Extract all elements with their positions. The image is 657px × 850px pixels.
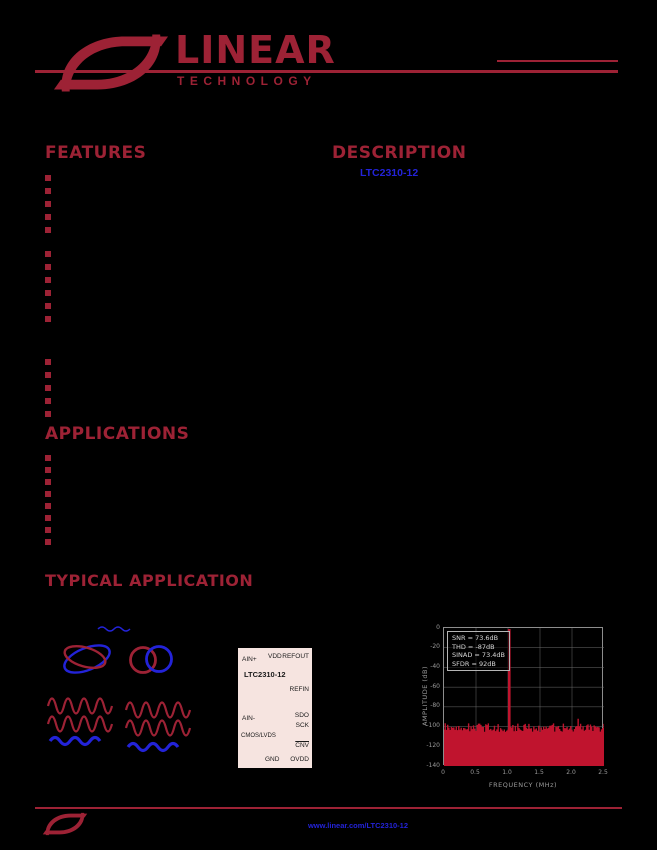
features-bullets-group-2 [45,251,51,322]
bullet-icon [45,411,51,417]
bullet-icon [45,385,51,391]
bullet-icon [45,227,51,233]
pin-sdo: SDO [294,712,309,719]
footer-datasheet-link[interactable]: www.linear.com/LTC2310-12 [307,821,409,830]
sine-wave-red [124,701,192,719]
pin-sck: SCK [295,722,309,729]
footer-rule [35,807,622,809]
fft-noise-floor [444,718,604,766]
fft-plot-area: SNR = 73.6dB THD = -87dB SINAD = 73.4dB … [443,627,604,766]
bullet-icon [45,277,51,283]
pin-ain-plus: AIN+ [242,656,257,663]
bullet-icon [45,503,51,509]
blue-annotation-scribble [126,741,180,753]
fft-x-tick-label: 2.5 [598,769,608,776]
features-bullets-group-1 [45,175,51,233]
snr-value: SNR = 73.6dB [452,634,499,642]
fft-x-tick-label: 1.0 [502,769,512,776]
pin-cmos-lvds: CMOS/LVDS [241,733,276,739]
applications-heading: APPLICATIONS [45,424,190,444]
blue-annotation-scribble [97,626,131,632]
features-heading: FEATURES [45,143,147,163]
description-heading: DESCRIPTION [332,143,467,163]
bullet-icon [45,479,51,485]
bullet-icon [45,455,51,461]
pin-refout: REFOUT [282,653,309,660]
bullet-icon [45,398,51,404]
bullet-icon [45,515,51,521]
header-rule [35,70,618,73]
bullet-icon [45,214,51,220]
pin-cnv: CNV [295,742,309,749]
fft-x-tick-label: 0 [441,769,445,776]
bullet-icon [45,303,51,309]
bullet-icon [45,491,51,497]
applications-bullets [45,455,51,545]
sfdr-value: SFDR = 92dB [452,659,496,668]
sinad-value: SINAD = 73.4dB [452,651,505,659]
bullet-icon [45,188,51,194]
part-number-rule [497,60,618,62]
bullet-icon [45,539,51,545]
chip-name: LTC2310-12 [244,670,286,679]
fft-y-axis-label: AMPLITUDE (dB) [421,665,429,727]
bullet-icon [45,251,51,257]
fft-x-tick-label: 1.5 [534,769,544,776]
lt-logo-mark-icon [53,34,169,92]
fft-x-tick-label: 0.5 [470,769,480,776]
sine-wave-red [46,697,114,715]
fft-x-tick-label: 2.0 [566,769,576,776]
bullet-icon [45,372,51,378]
bullet-icon [45,201,51,207]
thd-value: THD = -87dB [452,642,495,651]
bullet-icon [45,527,51,533]
pin-ain-minus: AIN- [242,715,255,722]
input-signal-loop-red [63,644,107,670]
bullet-icon [45,359,51,365]
bullet-icon [45,264,51,270]
linear-technology-logo: LINEAR TECHNOLOGY [40,26,340,100]
features-bullets-group-3 [45,359,51,417]
fft-x-axis-label: FREQUENCY (MHz) [488,781,558,789]
fft-y-tick-label: -140 [426,761,440,769]
pin-ovdd: OVDD [290,756,309,763]
input-signal-loop-blue [63,644,111,674]
footer-lt-logo-icon [42,812,88,836]
logo-subword: TECHNOLOGY [177,74,317,88]
bullet-icon [45,175,51,181]
input-waveform-graphics [46,626,192,753]
fft-y-tick-label: 0 [436,623,440,631]
bullet-icon [45,467,51,473]
blue-annotation-scribble [48,735,102,747]
source-circle-red [129,646,157,674]
sine-wave-red [46,715,114,733]
bullet-icon [45,316,51,322]
pin-vdd: VDD [268,653,282,660]
pin-gnd: GND [265,756,280,763]
adc-chip-block: AIN+ VDD REFOUT LTC2310-12 REFIN AIN- SD… [238,648,312,768]
part-number-link[interactable]: LTC2310-12 [360,167,419,179]
bullet-icon [45,290,51,296]
fft-chart: AMPLITUDE (dB) SNR = 73.6dB THD = -87dB … [415,610,627,802]
fft-annotation-box: SNR = 73.6dB THD = -87dB SINAD = 73.4dB … [447,631,510,671]
pin-refin: REFIN [289,686,310,693]
logo-word: LINEAR [175,28,336,72]
typical-application-heading: TYPICAL APPLICATION [45,571,254,590]
source-circle-blue [145,645,173,673]
sine-wave-red [124,719,192,737]
